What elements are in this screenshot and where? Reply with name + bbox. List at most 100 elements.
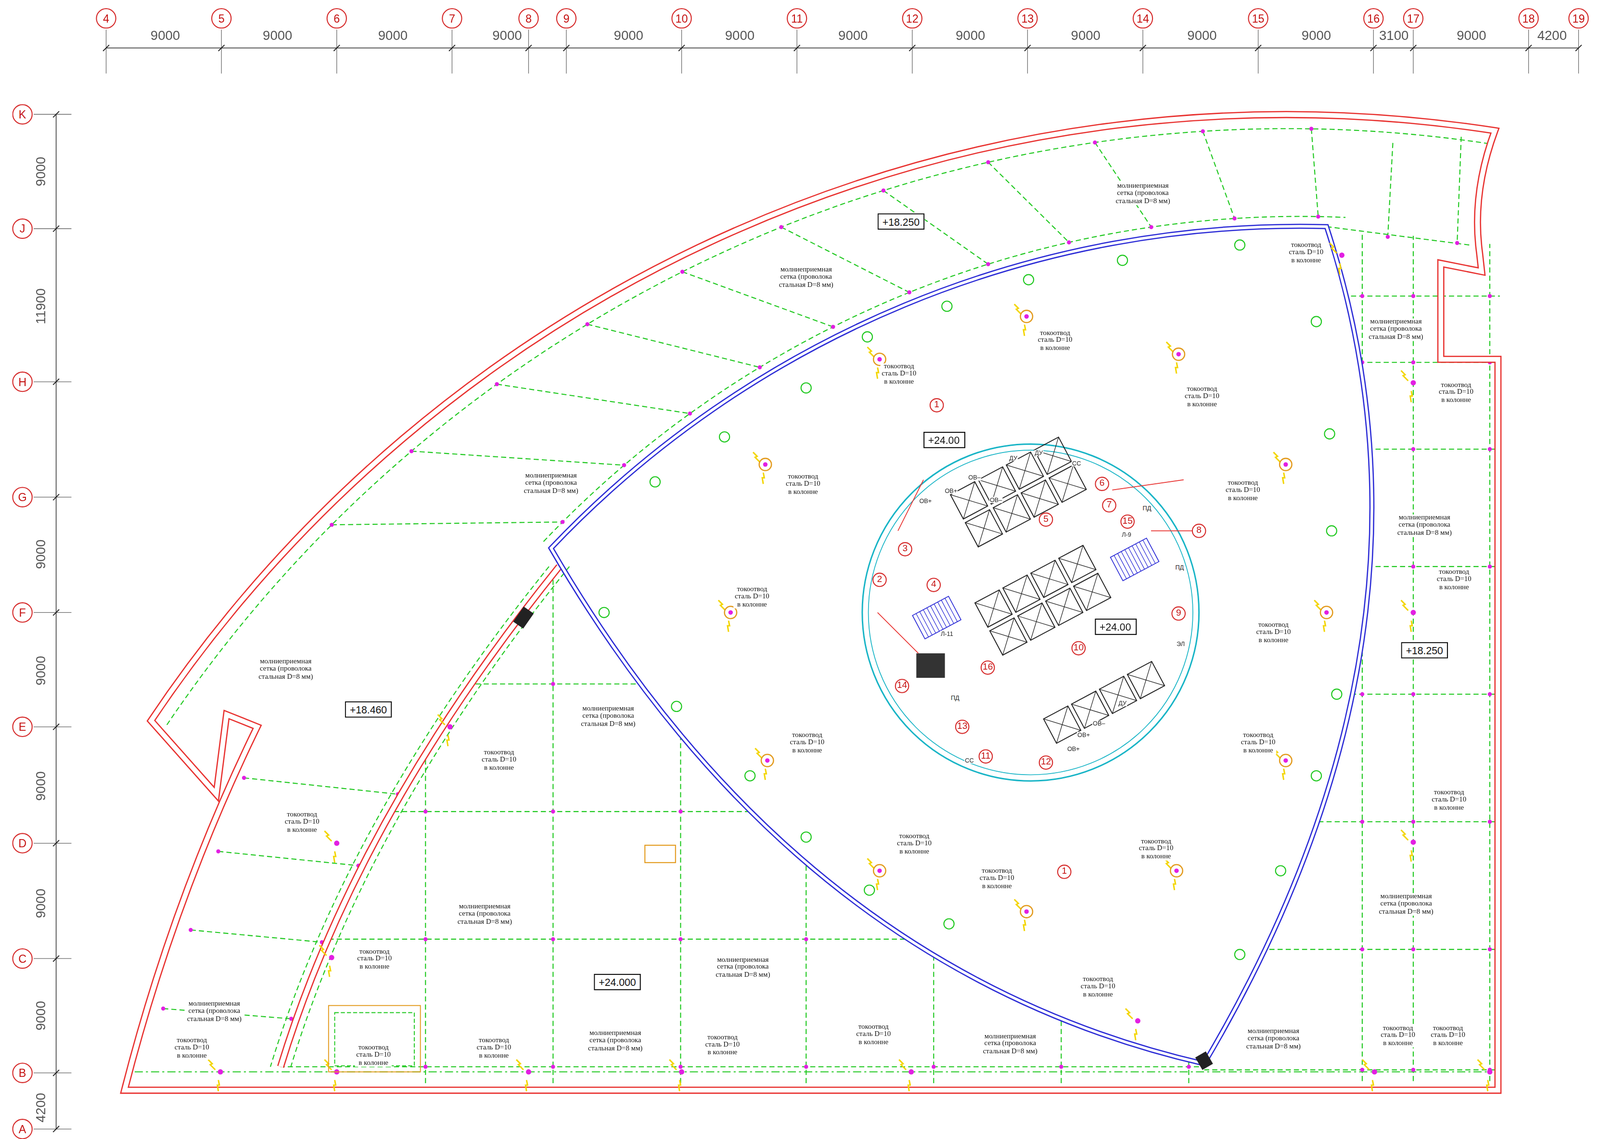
node-text: 14 xyxy=(896,680,908,691)
elevation-mark: +24.000 xyxy=(593,973,641,990)
mesh-note: молниеприемная сетка (проволока стальная… xyxy=(1113,182,1172,206)
mesh-wire xyxy=(270,566,550,1067)
parapet-line xyxy=(280,566,560,1067)
downconductor xyxy=(1324,610,1329,615)
node-text: 8 xyxy=(525,12,532,25)
elevator-shaft xyxy=(1073,573,1111,611)
downconductor-note: токоотвод сталь D=10 в колонне xyxy=(356,947,394,971)
mesh-note: молниеприемная сетка (проволока стальная… xyxy=(1377,892,1435,916)
axis-bubble: 18 xyxy=(1518,8,1539,29)
elevation-mark: +18.460 xyxy=(345,701,393,718)
downconductor xyxy=(1371,1068,1378,1075)
mesh-node xyxy=(242,775,246,780)
mesh-wire xyxy=(290,566,570,1067)
mesh-wire xyxy=(1203,131,1235,219)
axis-bubble: 12 xyxy=(902,8,923,29)
downconductor-note: токоотвод сталь D=10 в колонне xyxy=(788,731,826,755)
mesh-node xyxy=(550,681,555,686)
mesh-node xyxy=(678,936,683,941)
room-code: ОВ– xyxy=(989,496,1003,503)
axis-bubble: 15 xyxy=(1247,8,1268,29)
columns xyxy=(208,239,1493,1091)
column xyxy=(862,331,873,342)
node-text: 3 xyxy=(902,543,909,554)
dimension-tick xyxy=(908,44,916,52)
column xyxy=(801,382,812,393)
column xyxy=(943,918,954,929)
elevation-mark: +18.250 xyxy=(877,213,925,230)
column xyxy=(1311,770,1322,781)
node-text: 7 xyxy=(1106,499,1113,511)
downconductor-note: токоотвод сталь D=10 в колонне xyxy=(1137,837,1175,861)
column xyxy=(599,607,610,618)
mesh-wire xyxy=(1060,489,1062,1084)
lightning-flash xyxy=(876,367,879,379)
lightning-flash xyxy=(1166,341,1174,352)
column xyxy=(1311,316,1322,327)
dimension-tick xyxy=(1410,44,1417,52)
node-text: +24.00 xyxy=(1099,620,1131,632)
room-number: 2 xyxy=(872,572,887,588)
downconductor-note: токоотвод сталь D=10 в колонне xyxy=(475,1036,513,1060)
node-text: 5 xyxy=(1043,514,1049,525)
mesh-node xyxy=(907,290,911,295)
column xyxy=(1020,310,1033,323)
mesh-note: молниеприемная сетка (проволока стальная… xyxy=(455,903,514,926)
column xyxy=(864,884,875,896)
mesh-node xyxy=(804,936,808,941)
mesh-wire xyxy=(587,324,760,368)
elevator-cross xyxy=(1073,573,1111,611)
mesh-wire xyxy=(1387,142,1394,237)
node-text: 15 xyxy=(1252,12,1265,25)
lightning-flash xyxy=(1329,243,1337,254)
mesh-node xyxy=(1411,819,1416,824)
mesh-note: молниеприемная сетка (проволока стальная… xyxy=(1395,514,1454,538)
mesh-node xyxy=(1316,214,1320,219)
dimension-text: 9000 xyxy=(491,28,524,43)
mesh-node xyxy=(329,522,334,527)
downconductor xyxy=(1410,609,1416,615)
mesh-node xyxy=(931,681,936,686)
mesh-node xyxy=(550,809,555,814)
node-text: 2 xyxy=(877,574,883,585)
dimension-tick xyxy=(52,1069,60,1076)
mesh-node xyxy=(585,321,589,326)
node-text: D xyxy=(18,836,27,850)
dimension-tick xyxy=(52,378,60,385)
node-text: C xyxy=(18,951,27,965)
lightning-flash xyxy=(217,1079,220,1091)
axis-bubble: 16 xyxy=(1363,8,1384,29)
downconductor-note: токоотвод сталь D=10 в колонне xyxy=(880,363,918,386)
lightning-flash xyxy=(1023,324,1026,336)
mesh-wire xyxy=(424,489,426,1084)
downconductor xyxy=(1283,461,1288,467)
mesh-node xyxy=(1487,819,1492,824)
node-text: 8 xyxy=(1196,525,1202,536)
lightning-flash xyxy=(1134,1028,1137,1040)
room-number: 11 xyxy=(978,748,994,764)
lightning-flash xyxy=(324,1059,332,1070)
mesh-node xyxy=(1186,936,1191,941)
mesh-node xyxy=(622,462,627,467)
mesh-wire xyxy=(331,521,563,525)
elevator-group xyxy=(974,545,1111,655)
lightning-flash xyxy=(1410,849,1413,861)
column xyxy=(761,754,774,767)
column xyxy=(801,831,812,842)
mesh-node xyxy=(1487,564,1492,569)
mesh-node xyxy=(1360,447,1365,451)
node-text: 5 xyxy=(218,12,225,25)
room-code: ОВ– xyxy=(967,474,982,481)
lightning-flash xyxy=(1477,1059,1485,1070)
room-number: 6 xyxy=(1094,476,1110,491)
downconductor xyxy=(217,1068,224,1075)
mesh-node xyxy=(680,269,685,274)
mesh-node xyxy=(550,1064,555,1069)
lightning-flash xyxy=(753,451,761,462)
lightning-mesh xyxy=(134,126,1492,1072)
stair-outline xyxy=(1110,537,1160,581)
lightning-flash xyxy=(1338,263,1341,275)
